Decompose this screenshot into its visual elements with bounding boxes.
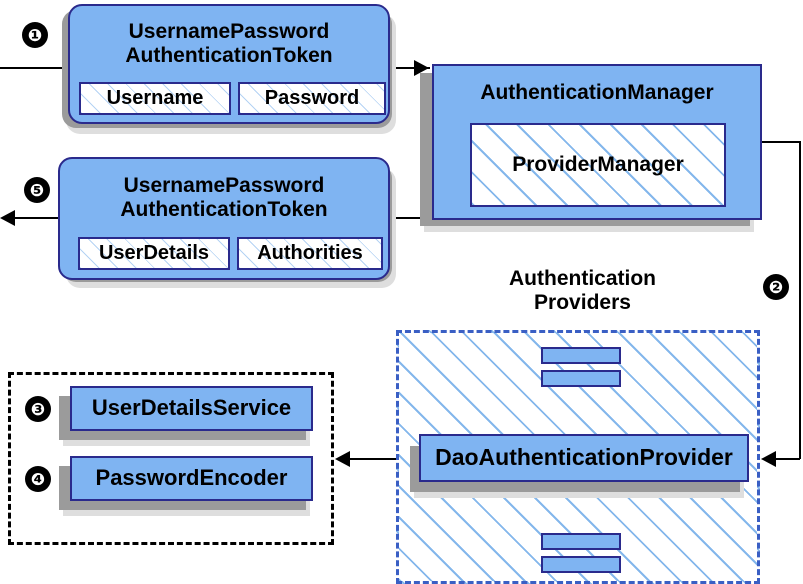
authentication-manager-label: AuthenticationManager: [434, 76, 760, 110]
support-services-group: [8, 372, 334, 545]
request-token-title-line1: UsernamePassword: [128, 20, 330, 44]
slot-password-label: Password: [264, 87, 360, 110]
badge-step-2: ❷: [763, 274, 789, 300]
authentication-manager-label-text: AuthenticationManager: [480, 81, 714, 105]
slot-password[interactable]: Password: [238, 82, 386, 115]
password-encoder-label: PasswordEncoder: [95, 465, 288, 491]
stub-provider-bottom-2[interactable]: [541, 556, 621, 573]
response-token-title-line2: AuthenticationToken: [120, 198, 328, 221]
badge-step-2-number: ❷: [768, 277, 784, 297]
slot-userdetails-label: UserDetails: [98, 242, 210, 265]
request-token-title: UsernamePassword AuthenticationToken: [70, 14, 388, 74]
stub-provider-top-1[interactable]: [541, 347, 621, 364]
slot-username[interactable]: Username: [79, 82, 231, 115]
badge-step-4: ❹: [25, 466, 51, 492]
slot-username-label: Username: [106, 87, 204, 110]
connector-manager-to-provider-vertical: [799, 141, 801, 459]
connector-inbound-request: [0, 67, 70, 69]
badge-step-1-number: ❶: [27, 25, 43, 45]
stub-provider-top-2[interactable]: [541, 370, 621, 387]
connector-manager-to-provider-top: [760, 141, 801, 143]
badge-step-1: ❶: [22, 22, 48, 48]
slot-authorities[interactable]: Authorities: [237, 237, 383, 270]
node-user-details-service[interactable]: UserDetailsService: [70, 386, 313, 431]
provider-manager-label: ProviderManager: [512, 153, 684, 177]
node-username-password-authentication-token-request[interactable]: UsernamePassword AuthenticationToken Use…: [68, 4, 390, 124]
badge-step-3: ❸: [25, 396, 51, 422]
connector-provider-to-services-arrow: [335, 451, 350, 467]
connector-manager-to-provider-bottom: [776, 458, 800, 460]
node-authentication-manager[interactable]: AuthenticationManager ProviderManager: [432, 64, 762, 220]
node-username-password-authentication-token-response[interactable]: UsernamePassword AuthenticationToken Use…: [58, 157, 390, 280]
connector-provider-to-services-line: [350, 458, 418, 460]
connector-manager-to-provider-arrow: [761, 451, 776, 467]
dao-authentication-provider-label: DaoAuthenticationProvider: [435, 444, 733, 471]
stub-provider-bottom-1[interactable]: [541, 533, 621, 550]
badge-step-5: ❺: [24, 177, 50, 203]
node-provider-manager[interactable]: ProviderManager: [470, 123, 726, 207]
connector-token-to-manager-arrow: [414, 60, 429, 76]
connector-manager-to-response: [388, 217, 436, 219]
badge-step-4-number: ❹: [30, 469, 46, 489]
authentication-providers-title: Authentication Providers: [460, 265, 705, 317]
node-password-encoder[interactable]: PasswordEncoder: [70, 456, 313, 501]
node-dao-authentication-provider[interactable]: DaoAuthenticationProvider: [419, 434, 749, 482]
user-details-service-label: UserDetailsService: [91, 395, 292, 421]
badge-step-3-number: ❸: [30, 399, 46, 419]
authentication-providers-title-line1: Authentication: [509, 267, 656, 291]
authentication-providers-title-line2: Providers: [534, 291, 631, 314]
connector-outbound-response-arrow: [0, 210, 15, 226]
connector-outbound-response-line: [8, 217, 70, 219]
slot-userdetails[interactable]: UserDetails: [78, 237, 230, 270]
request-token-title-line2: AuthenticationToken: [125, 44, 333, 67]
slot-authorities-label: Authorities: [257, 242, 363, 265]
badge-step-5-number: ❺: [29, 180, 45, 200]
connector-token-to-manager-line: [388, 67, 430, 69]
response-token-title-line1: UsernamePassword: [123, 174, 325, 198]
response-token-title: UsernamePassword AuthenticationToken: [60, 167, 388, 229]
